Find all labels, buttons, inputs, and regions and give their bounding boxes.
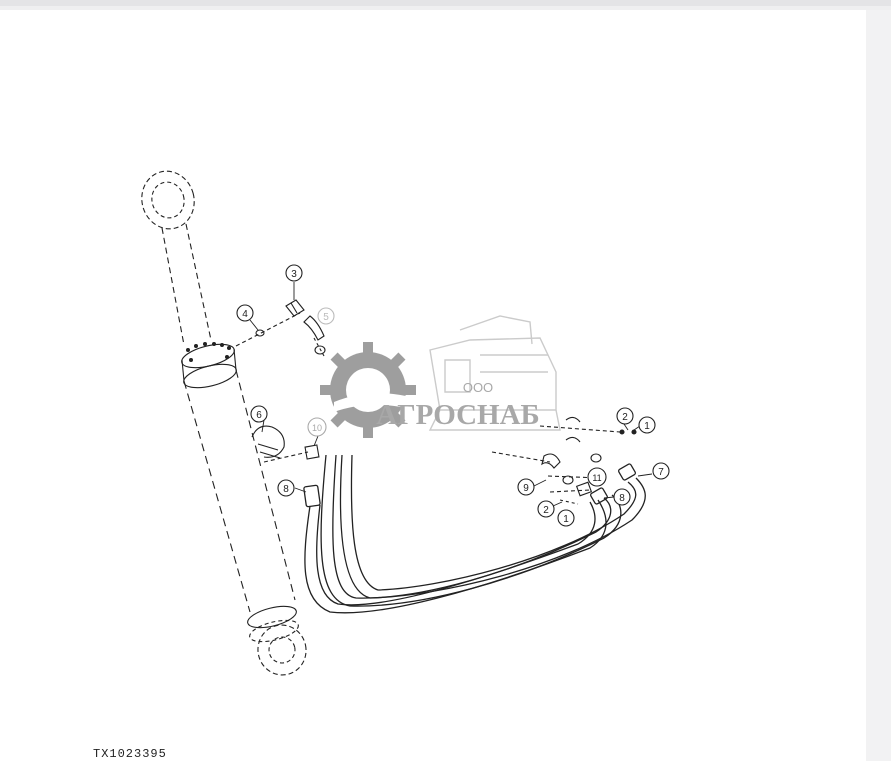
callout-circle [557, 509, 575, 527]
callout-number: 1 [563, 514, 569, 525]
callout-circle [613, 488, 631, 506]
figure-reference-code: TX1023395 [93, 747, 167, 761]
callout-number: 7 [658, 467, 664, 478]
callout-number: 8 [283, 484, 289, 495]
lower-left-fittings [251, 425, 320, 463]
callout-number: 3 [291, 269, 297, 280]
callout-number: 11 [592, 473, 601, 483]
watermark-brand: АГРОСНАБ [376, 399, 539, 431]
top-strip [0, 0, 891, 6]
upper-fittings [235, 299, 326, 357]
callout-circle [307, 417, 327, 437]
callout-circle [652, 462, 670, 480]
hoses [303, 454, 646, 614]
callout-circle [317, 307, 335, 325]
callout-number: 2 [622, 412, 628, 423]
callout-bubbles: 3 4 5 6 10 8 2 1 7 11 9 8 2 1 [236, 264, 670, 527]
callout-number: 2 [543, 505, 549, 516]
callout-circle [587, 467, 607, 487]
callout-circle [616, 407, 634, 425]
callout-circle [277, 479, 295, 497]
hydraulic-cylinder [141, 170, 307, 676]
callout-number: 5 [323, 312, 329, 323]
drawing-sheet [0, 10, 866, 761]
callout-number: 4 [242, 309, 248, 320]
callout-number: 1 [644, 421, 650, 432]
callout-number: 9 [523, 483, 529, 494]
watermark-prefix: ООО [463, 380, 493, 395]
callout-circle [517, 478, 535, 496]
right-margin [866, 10, 891, 761]
callout-number: 6 [256, 410, 262, 421]
callout-circle [285, 264, 303, 282]
callout-number: 8 [619, 493, 625, 504]
callout-number: 10 [312, 423, 322, 433]
callout-circle [537, 500, 555, 518]
callout-circle [250, 405, 268, 423]
callout-circle [236, 304, 254, 322]
callout-circle [638, 416, 656, 434]
agrosnab-watermark: ООО АГРОСНАБ [320, 315, 561, 438]
